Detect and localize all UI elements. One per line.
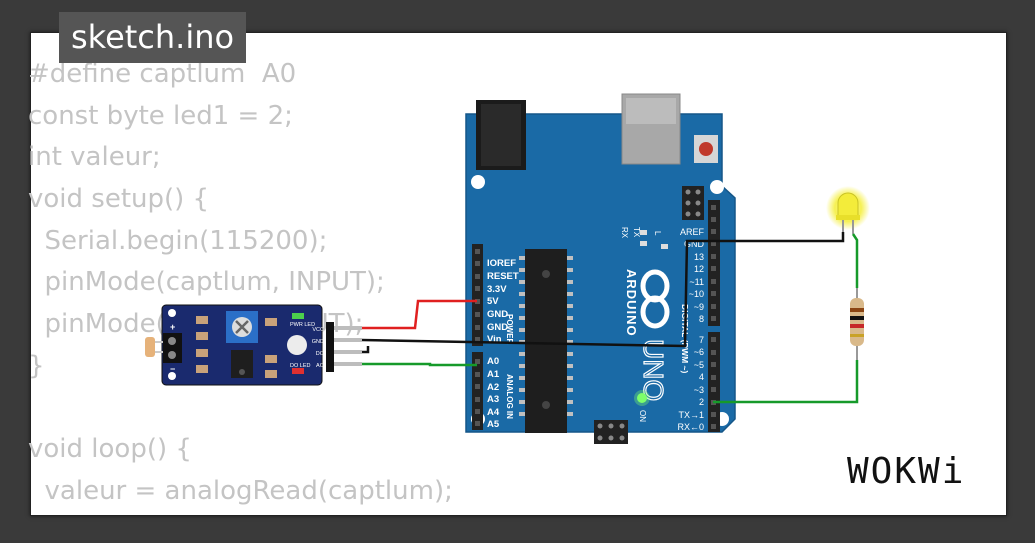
pwr-led xyxy=(292,313,304,319)
pin-label: ~9 xyxy=(694,302,704,312)
file-name-tab[interactable]: sketch.ino xyxy=(59,12,247,63)
pin-label: 3.3V xyxy=(487,284,507,295)
tx-label: TX xyxy=(632,227,641,238)
pin-label: ~3 xyxy=(694,385,704,395)
pin-label: 2 xyxy=(699,397,704,407)
pin-label: 12 xyxy=(694,264,704,274)
analog-header xyxy=(472,352,483,430)
wires xyxy=(361,232,859,404)
pin-label: 5V xyxy=(487,296,499,307)
arduino-uno-board[interactable]: IOREF RESET 3.3V 5V GND GND Vin A0 A1 A2… xyxy=(465,93,736,444)
power-label: POWER xyxy=(505,314,514,344)
pin-label: 4 xyxy=(699,372,704,382)
code-line: void setup() { xyxy=(28,184,210,215)
pin-label: RX←0 xyxy=(677,422,704,432)
pin-label: ~5 xyxy=(694,360,704,370)
pin-label: 8 xyxy=(699,314,704,324)
code-line: #define captlum A0 xyxy=(28,59,297,89)
on-label: ON xyxy=(638,410,647,422)
pin-label: Vin xyxy=(487,334,502,345)
resistor[interactable] xyxy=(850,288,864,360)
code-overlay: #define captlum A0 const byte led1 = 2; in… xyxy=(28,54,453,513)
pin-label: ~6 xyxy=(694,347,704,357)
digital-header-low xyxy=(708,332,720,432)
pwr-led-label: PWR LED xyxy=(290,322,315,328)
l-label: L xyxy=(653,231,662,236)
sensor-pin-label: VCC xyxy=(312,327,324,333)
plus-label: + xyxy=(170,322,175,332)
ldr-sensor-module[interactable]: + − PWR LED DO LED VCC GND DO AO xyxy=(145,304,362,386)
wire-gnd-led[interactable] xyxy=(361,232,845,348)
pin-label: IOREF xyxy=(487,258,516,269)
do-led-label: DO LED xyxy=(290,363,311,369)
code-line: pinMode(captlum, INPUT); xyxy=(28,267,385,298)
pin-label: RESET xyxy=(487,271,519,282)
code-line: } xyxy=(28,350,45,381)
comparator-chip xyxy=(231,350,253,378)
circuit-diagram: IOREF RESET 3.3V 5V GND GND Vin A0 A1 A2… xyxy=(145,93,870,444)
pin-label: A3 xyxy=(487,394,499,405)
sensor-pin-label: DO xyxy=(316,351,325,357)
pin-label: 13 xyxy=(694,252,704,262)
code-line: Serial.begin(115200); xyxy=(28,225,328,256)
pin-label: A5 xyxy=(487,419,500,430)
pin-label: 7 xyxy=(699,335,704,345)
pin-label: GND xyxy=(487,309,508,320)
yellow-led[interactable] xyxy=(826,186,870,240)
pin-label: GND xyxy=(684,239,705,249)
pin-label: ~11 xyxy=(689,277,704,287)
arduino-logo xyxy=(640,269,670,329)
code-line: int valeur; xyxy=(28,142,161,173)
arduino-brand: ARDUINO xyxy=(624,269,639,337)
wire-d2[interactable] xyxy=(713,360,859,404)
sensor-pin-label: AO xyxy=(316,363,325,369)
pin-label: ~10 xyxy=(689,289,704,299)
wire-led-resistor[interactable] xyxy=(851,233,859,288)
sensor-pin-label: GND xyxy=(312,339,324,345)
photoresistor xyxy=(145,337,155,357)
do-led xyxy=(292,368,304,374)
wire-gnd[interactable] xyxy=(362,346,370,354)
wokwi-logo: WOKWi xyxy=(847,451,966,492)
pin-label: A4 xyxy=(487,407,500,418)
pin-label: A1 xyxy=(487,369,500,380)
pin-label: A2 xyxy=(487,382,499,393)
uno-label: UNO xyxy=(638,339,669,401)
pin-label: A0 xyxy=(487,356,499,367)
pin-label: AREF xyxy=(680,227,705,237)
code-line: void loop() { xyxy=(28,434,192,465)
rx-label: RX xyxy=(620,227,629,239)
code-line: const byte led1 = 2; xyxy=(28,100,293,131)
minus-label: − xyxy=(170,364,175,374)
wire-vcc[interactable] xyxy=(362,299,477,330)
code-line: valeur = analogRead(captlum); xyxy=(28,475,453,506)
wire-ao[interactable] xyxy=(362,362,477,367)
analog-in-label: ANALOG IN xyxy=(505,374,514,419)
pin-label: TX→1 xyxy=(678,410,704,420)
on-led xyxy=(637,393,647,403)
pin-label: GND xyxy=(487,322,508,333)
power-header xyxy=(472,244,483,346)
